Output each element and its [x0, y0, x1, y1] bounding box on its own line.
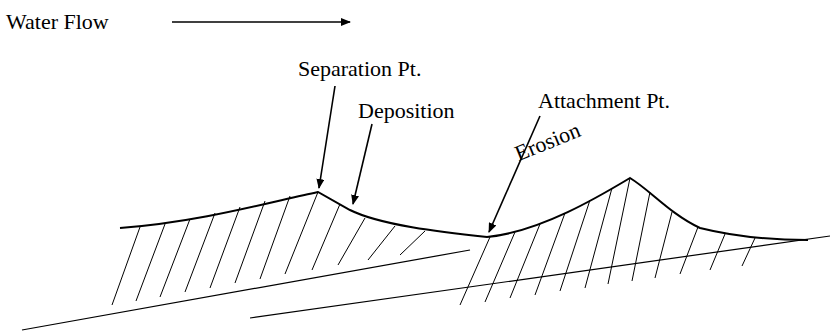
base-line: [250, 236, 830, 318]
annotation-label: Erosion: [512, 119, 584, 165]
dune-profile: [120, 178, 808, 240]
leader-arrow: [319, 86, 335, 188]
base-line: [22, 250, 470, 330]
hatching: [112, 178, 755, 305]
leader-arrow: [353, 124, 372, 204]
flow-arrow: [172, 21, 350, 23]
annotation-label: Attachment Pt.: [538, 90, 670, 112]
leader-arrow: [489, 116, 540, 232]
annotation-label: Deposition: [358, 100, 455, 122]
flow-label: Water Flow: [6, 11, 109, 33]
annotation-label: Separation Pt.: [298, 58, 421, 80]
